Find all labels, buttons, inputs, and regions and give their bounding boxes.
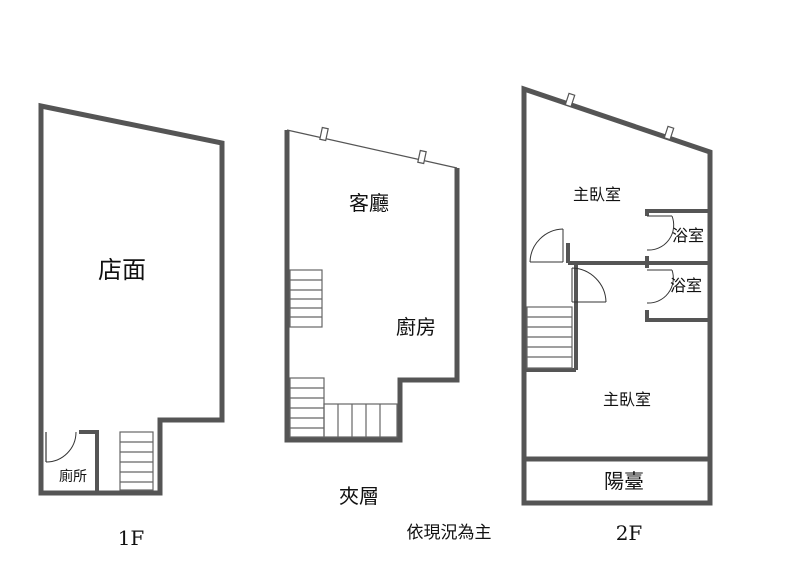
master-bedroom-lower-label: 主臥室 <box>603 390 651 409</box>
master-bedroom-upper-label: 主臥室 <box>573 185 621 204</box>
bedroom-door-lower <box>571 267 607 303</box>
floor-1-plan: 店面 廁所 1F <box>38 102 225 550</box>
mezzanine-label: 夾層 <box>339 484 379 508</box>
window-mark-4 <box>663 125 675 141</box>
mezzanine-wall <box>284 130 460 443</box>
bathroom-upper-label: 浴室 <box>672 226 704 245</box>
mezzanine-plan: 客廳 廚房 夾層 <box>284 126 460 508</box>
window-mark-1 <box>319 126 329 142</box>
bedroom-door-upper <box>529 228 564 263</box>
mezzanine-staircase-lower <box>289 377 398 438</box>
floor-1-staircase <box>119 431 154 491</box>
bathroom-door-upper <box>646 215 675 251</box>
kitchen-label: 廚房 <box>396 315 436 339</box>
floor-2-window <box>523 88 711 153</box>
mezzanine-window <box>286 129 458 169</box>
toilet-door <box>45 431 77 463</box>
floor-1-outer-wall <box>38 102 225 496</box>
bathroom-door-lower <box>646 269 674 304</box>
storefront-label: 店面 <box>98 256 146 284</box>
bathroom-walls <box>524 209 710 372</box>
balcony-label: 陽臺 <box>604 469 644 493</box>
floor-2-label: 2F <box>616 521 643 545</box>
living-room-label: 客廳 <box>349 191 389 215</box>
floor-2-outer-wall <box>521 85 713 506</box>
floor-2-plan: 主臥室 浴室 浴室 主臥室 陽臺 2F <box>521 85 713 545</box>
floor-2-staircase <box>526 306 573 369</box>
window-mark-3 <box>564 92 576 108</box>
mezzanine-staircase-upper <box>289 269 323 328</box>
bathroom-lower-label: 浴室 <box>670 276 702 295</box>
toilet-partition <box>79 430 99 493</box>
condition-note: 依現況為主 <box>407 523 492 543</box>
toilet-label: 廁所 <box>59 468 87 485</box>
floor-1-label: 1F <box>118 526 145 550</box>
window-mark-2 <box>417 149 427 165</box>
